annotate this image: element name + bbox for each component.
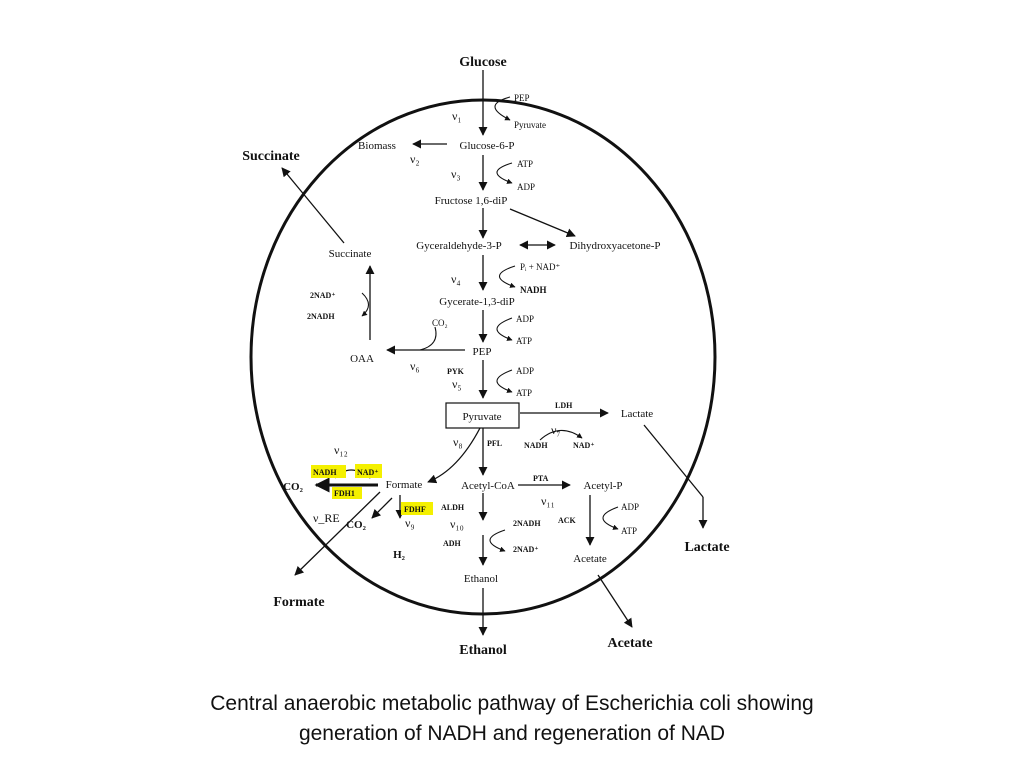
fructose-label: Fructose 1,6-diP bbox=[435, 195, 508, 207]
enzyme-fdhf: FDHF bbox=[404, 505, 426, 514]
nadh-fdh-highlight bbox=[311, 465, 346, 478]
flux-v2: ν₂ bbox=[410, 152, 420, 166]
cofactor-pi-nad: Pᵢ + NAD⁺ bbox=[520, 262, 561, 272]
cofactor-adp-v3: ADP bbox=[517, 182, 535, 192]
flux-v9: ν₉ bbox=[405, 516, 415, 530]
pyruvate-box bbox=[445, 402, 520, 429]
acetyl-p-label: Acetyl-P bbox=[583, 480, 622, 492]
cofactor-2nad: 2NAD⁺ bbox=[310, 291, 336, 300]
enzyme-pta: PTA bbox=[533, 474, 549, 483]
flux-v5: ν₅ bbox=[452, 377, 462, 391]
ethanol-external-label: Ethanol bbox=[459, 643, 507, 658]
enzyme-pfl: PFL bbox=[487, 439, 502, 448]
enzyme-aldh: ALDH bbox=[441, 503, 465, 512]
flux-v1: ν₁ bbox=[452, 109, 462, 123]
lactate-external-label: Lactate bbox=[684, 540, 729, 555]
glucose-label: Glucose bbox=[459, 55, 506, 70]
cofactor-nad-ldh: NAD⁺ bbox=[573, 441, 595, 450]
cofactor-atp-ack: ATP bbox=[621, 526, 637, 536]
cofactor-nadh-fdh: NADH bbox=[313, 468, 337, 477]
enzyme-adh: ADH bbox=[443, 539, 462, 548]
h2-label: H₂ bbox=[393, 549, 406, 561]
cofactor-pep-top: PEP bbox=[514, 93, 530, 103]
cofactor-pyruvate-top: Pyruvate bbox=[514, 120, 546, 130]
fdh1-highlight bbox=[332, 487, 362, 499]
cofactor-nadh-ldh: NADH bbox=[524, 441, 548, 450]
flux-v6: ν₆ bbox=[410, 359, 420, 373]
acetyl-coa-label: Acetyl-CoA bbox=[461, 480, 515, 492]
flux-v8: ν₈ bbox=[453, 435, 463, 449]
succinate-external-label: Succinate bbox=[242, 149, 300, 164]
enzyme-ldh: LDH bbox=[555, 401, 573, 410]
caption-line-1: Central anaerobic metabolic pathway of E… bbox=[210, 692, 814, 715]
caption-line-2: generation of NADH and regeneration of N… bbox=[298, 722, 726, 745]
cofactor-atp-gycerate: ATP bbox=[516, 336, 532, 346]
flux-v3: ν₃ bbox=[451, 167, 461, 181]
pep-label: PEP bbox=[473, 346, 492, 358]
pyruvate-label: Pyruvate bbox=[462, 411, 501, 423]
enzyme-ack: ACK bbox=[558, 516, 577, 525]
g3p-label: Gyceraldehyde-3-P bbox=[416, 240, 502, 252]
nad-fdh-highlight bbox=[355, 464, 382, 478]
pathway-arrows bbox=[281, 70, 708, 636]
cofactor-nad-fdh: NAD⁺ bbox=[357, 468, 379, 477]
lactate-inner-label: Lactate bbox=[621, 408, 653, 420]
flux-v12: ν₁₂ bbox=[334, 443, 348, 457]
cofactor-2nadh: 2NADH bbox=[307, 312, 335, 321]
oaa-label: OAA bbox=[350, 353, 374, 365]
succinate-inner-label: Succinate bbox=[329, 248, 372, 260]
cofactor-nadh-v4: NADH bbox=[520, 285, 547, 295]
cofactor-atp-pyk: ATP bbox=[516, 388, 532, 398]
formate-external-label: Formate bbox=[273, 595, 324, 610]
cofactor-2nad-adh: 2NAD⁺ bbox=[513, 545, 539, 554]
co2-left-label: CO₂ bbox=[283, 481, 304, 493]
flux-vre: ν_RE bbox=[313, 511, 340, 525]
cofactor-atp-v3: ATP bbox=[517, 159, 533, 169]
glucose-6-p-label: Glucose-6-P bbox=[460, 140, 515, 152]
flux-v10: ν₁₀ bbox=[450, 517, 464, 531]
flux-v7: ν₇ bbox=[551, 423, 561, 437]
cofactor-2nadh-adh: 2NADH bbox=[513, 519, 541, 528]
acetate-external-label: Acetate bbox=[607, 636, 652, 651]
cofactor-co2-oaa: CO₂ bbox=[432, 318, 448, 328]
flux-v4: ν₄ bbox=[451, 272, 461, 286]
formate-inner-label: Formate bbox=[386, 479, 423, 491]
ethanol-inner-label: Ethanol bbox=[464, 573, 498, 585]
enzyme-pyk: PYK bbox=[447, 367, 465, 376]
cofactor-adp-ack: ADP bbox=[621, 502, 639, 512]
cofactor-adp-pyk: ADP bbox=[516, 366, 534, 376]
gycerate-label: Gycerate-1,3-diP bbox=[439, 296, 514, 308]
enzyme-fdh1: FDH1 bbox=[334, 489, 355, 498]
acetate-inner-label: Acetate bbox=[573, 553, 607, 565]
cofactor-adp-gycerate: ADP bbox=[516, 314, 534, 324]
fdhf-highlight bbox=[401, 502, 433, 515]
biomass-label: Biomass bbox=[358, 140, 396, 152]
dhap-label: Dihydroxyacetone-P bbox=[569, 240, 660, 252]
co2-fdhf-label: CO₂ bbox=[346, 519, 367, 531]
flux-v11: ν₁₁ bbox=[541, 494, 555, 508]
